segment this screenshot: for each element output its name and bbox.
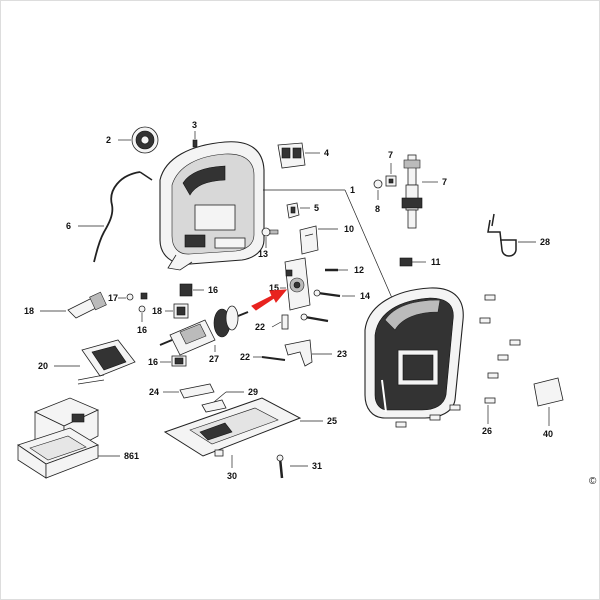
part-31-screw xyxy=(214,449,224,457)
label-16-bottom: 16 xyxy=(148,357,158,367)
part-11-clip xyxy=(399,257,413,267)
part-10-plate xyxy=(299,225,319,255)
part-25-cover xyxy=(179,383,215,399)
part-26-base-plate xyxy=(163,397,302,457)
part-9-washer xyxy=(373,179,383,189)
label-17: 16 xyxy=(137,325,147,335)
label-15: 15 xyxy=(269,283,279,293)
label-7: 7 xyxy=(442,177,447,187)
label-20: 18 xyxy=(152,306,162,316)
part-40-label-plate xyxy=(533,377,564,407)
part-6-spring-wire xyxy=(93,171,141,263)
part-16-brush-top xyxy=(179,283,193,297)
part-5-lever xyxy=(286,202,300,219)
label-3: 3 xyxy=(192,120,197,130)
label-25: 24 xyxy=(149,387,159,397)
copyright-mark: © xyxy=(589,476,597,487)
part-29-wire-bracket xyxy=(487,219,517,257)
part-18-screw xyxy=(126,292,148,301)
part-8-nut xyxy=(385,175,397,187)
part-7-plunger xyxy=(401,154,423,229)
label-29: 28 xyxy=(540,237,550,247)
part-4-switch xyxy=(277,142,306,169)
label-31: 30 xyxy=(227,471,237,481)
label-6: 6 xyxy=(66,221,71,231)
label-22: 22 xyxy=(255,322,265,332)
label-5: 5 xyxy=(314,203,319,213)
part-16-brush-bottom xyxy=(171,355,187,367)
part-30-clip xyxy=(201,399,227,413)
part-32-pin xyxy=(276,454,284,479)
label-8: 7 xyxy=(388,150,393,160)
highlight-arrow xyxy=(251,289,288,311)
part-23-pin xyxy=(261,356,286,361)
label-9: 8 xyxy=(375,204,380,214)
label-30: 29 xyxy=(248,387,258,397)
part-21-stator xyxy=(77,339,136,385)
part-14-screw-b xyxy=(300,313,329,323)
label-1: 1 xyxy=(350,185,355,195)
label-2: 2 xyxy=(106,135,111,145)
part-28-armature xyxy=(159,305,249,356)
label-861: 861 xyxy=(124,451,139,461)
label-24: 23 xyxy=(337,349,347,359)
label-4: 4 xyxy=(324,148,329,158)
part-15-bracket xyxy=(284,257,311,311)
part-14-screw xyxy=(313,289,341,298)
label-23: 22 xyxy=(240,352,250,362)
part-1-housing-left xyxy=(159,141,265,271)
label-18: 17 xyxy=(108,293,118,303)
label-14: 14 xyxy=(360,291,370,301)
part-17-screw xyxy=(138,305,146,313)
label-10: 10 xyxy=(344,224,354,234)
label-40: 40 xyxy=(543,429,553,439)
part-24-bracket xyxy=(284,339,313,367)
part-861-carry-case xyxy=(17,397,99,479)
label-11: 11 xyxy=(431,257,441,267)
label-12: 12 xyxy=(354,265,364,275)
part-3-screw xyxy=(192,139,198,148)
label-27: 26 xyxy=(482,426,492,436)
part-19-holder xyxy=(67,291,107,319)
part-27-screws xyxy=(395,294,521,428)
part-22-post xyxy=(281,314,289,330)
label-16-top: 16 xyxy=(208,285,218,295)
label-13: 13 xyxy=(258,249,268,259)
part-1-housing-right xyxy=(364,287,464,419)
part-2-gear xyxy=(131,126,159,154)
label-21: 20 xyxy=(38,361,48,371)
part-13-bolt xyxy=(261,227,279,237)
label-19: 18 xyxy=(24,306,34,316)
part-20-fan xyxy=(173,303,189,319)
label-26: 25 xyxy=(327,416,337,426)
label-28: 27 xyxy=(209,354,219,364)
label-32: 31 xyxy=(312,461,322,471)
